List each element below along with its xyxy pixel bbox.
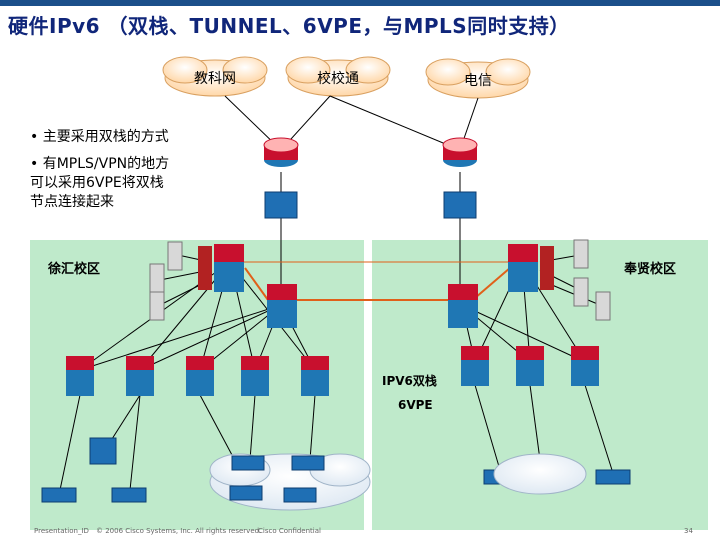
cloud-label-cernet: 教科网 [194, 71, 236, 87]
distribution-switch-left [267, 284, 297, 328]
servers-left [149, 241, 183, 321]
right-cloud [493, 453, 587, 495]
core-switch-left [214, 244, 244, 292]
bullet-2-line-3: 节点连接起来 [30, 194, 114, 210]
distribution-switch-right [448, 284, 478, 328]
footer-presentation-id: Presentation_ID [34, 527, 89, 535]
vpe-label: 6VPE [398, 398, 433, 412]
footer-page-number: 34 [684, 527, 693, 535]
firewall-left [198, 246, 212, 290]
bullet-1: • 主要采用双栈的方式 [30, 129, 169, 145]
core-links [230, 261, 511, 301]
campus-left-label: 徐汇校区 [48, 262, 101, 277]
bullet-2-line-2: 可以采用6VPE将双栈 [30, 175, 164, 191]
firewall-right [540, 246, 554, 290]
cloud-label-xiaoxiaotong: 校校通 [317, 71, 359, 87]
bullet-list: • 主要采用双栈的方式 • 有MPLS/VPN的地方 可以采用6VPE将双栈 节… [30, 128, 169, 212]
servers-right [573, 239, 611, 321]
workgroup-switches [229, 455, 325, 503]
cloud-xiaoxiaotong [285, 56, 391, 97]
cloud-label-telecom: 电信 [464, 73, 492, 89]
switch-left-top [264, 191, 298, 219]
campus-right-label: 奉贤校区 [624, 262, 677, 277]
cloud-cernet [162, 56, 268, 97]
router-left-top [263, 137, 299, 167]
voice-gateway [89, 437, 117, 465]
dual-stack-label: IPV6双栈 [382, 374, 437, 388]
access-switches-left [66, 356, 329, 396]
bullet-2: • 有MPLS/VPN的地方 [30, 156, 170, 172]
switch-right-top [443, 191, 477, 219]
footer-confidential: Cisco Confidential [258, 527, 321, 535]
access-switches-right [461, 346, 599, 386]
router-right-top [442, 137, 478, 167]
top-bar [0, 0, 720, 6]
footer-copyright: © 2006 Cisco Systems, Inc. All rights re… [96, 527, 262, 535]
core-switch-right [508, 244, 538, 292]
slide-title: 硬件IPv6 （双栈、TUNNEL、6VPE，与MPLS同时支持） [8, 14, 570, 38]
